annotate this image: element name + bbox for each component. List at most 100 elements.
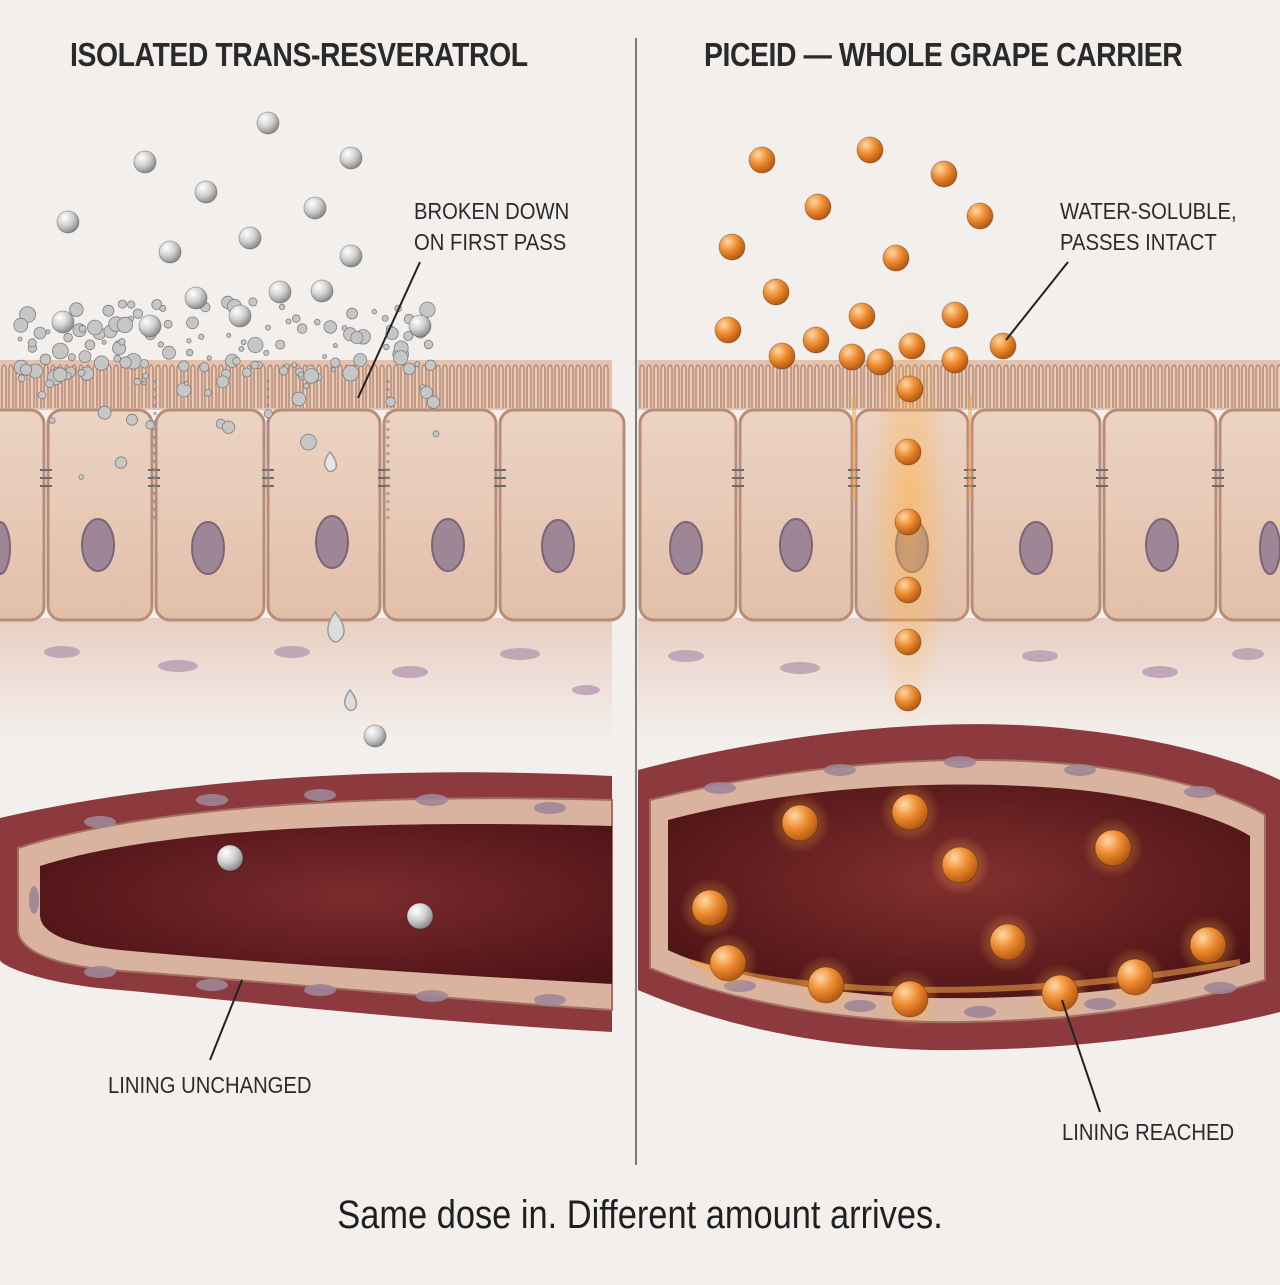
microvillus xyxy=(561,364,567,408)
microvillus xyxy=(793,364,799,408)
microvillus xyxy=(1122,364,1128,408)
fragment xyxy=(332,343,338,349)
fragment xyxy=(300,433,317,451)
fragment xyxy=(39,353,52,366)
orange-molecule xyxy=(930,160,958,188)
microvillus xyxy=(779,364,785,408)
microvillus xyxy=(540,364,546,408)
caption-text: Same dose in. Different amount arrives. xyxy=(337,1193,943,1237)
microvillus xyxy=(1115,364,1121,408)
orange-molecule xyxy=(709,944,747,982)
fragment xyxy=(52,367,68,383)
microvillus xyxy=(379,364,385,408)
microvillus xyxy=(267,364,273,408)
fragment xyxy=(19,363,33,376)
right-callout-bottom-line xyxy=(1061,999,1101,1113)
fragment xyxy=(279,366,289,376)
fragment xyxy=(77,368,86,377)
microvillus xyxy=(709,364,715,408)
fragment xyxy=(291,361,298,368)
grey-molecule xyxy=(310,279,334,303)
microvillus xyxy=(821,364,827,408)
fragment xyxy=(93,355,110,371)
grey-molecule xyxy=(228,304,252,328)
microvillus xyxy=(1276,364,1280,408)
fragment xyxy=(322,354,328,359)
fragment xyxy=(240,339,247,346)
fragment xyxy=(139,359,150,369)
microvillus xyxy=(828,364,834,408)
left-droplet xyxy=(327,610,345,643)
orange-molecule xyxy=(1189,926,1227,964)
microvillus xyxy=(162,364,168,408)
microvillus xyxy=(660,364,666,408)
right-epithelial-cells xyxy=(638,408,1280,622)
grey-molecule xyxy=(194,180,218,204)
microvillus xyxy=(498,364,504,408)
left-lining-cells xyxy=(29,789,566,1006)
microvillus xyxy=(758,364,764,408)
fragment xyxy=(37,390,47,400)
grey-molecule xyxy=(339,146,363,170)
fragment xyxy=(119,356,132,369)
microvillus xyxy=(1206,364,1212,408)
microvillus xyxy=(730,364,736,408)
microvillus xyxy=(568,364,574,408)
microvillus xyxy=(575,364,581,408)
microvillus xyxy=(99,364,105,408)
fragment xyxy=(420,386,434,399)
microvillus xyxy=(1269,364,1275,408)
fragment xyxy=(278,303,286,310)
fragment xyxy=(264,324,271,331)
microvillus xyxy=(323,364,329,408)
microvillus xyxy=(1052,364,1058,408)
microvillus xyxy=(442,364,448,408)
fragment xyxy=(419,301,436,318)
fragment xyxy=(275,339,286,350)
microvillus xyxy=(1150,364,1156,408)
microvillus xyxy=(456,364,462,408)
fragment xyxy=(414,361,421,368)
fragment xyxy=(159,304,167,312)
orange-molecule xyxy=(891,980,929,1018)
orange-molecule xyxy=(894,438,922,466)
orange-molecule xyxy=(768,342,796,370)
microvillus xyxy=(1227,364,1233,408)
fragment xyxy=(118,338,126,346)
microvillus xyxy=(807,364,813,408)
microvillus xyxy=(113,364,119,408)
microvillus xyxy=(148,364,154,408)
fragment xyxy=(221,420,236,434)
microvillus xyxy=(1164,364,1170,408)
fragment xyxy=(248,297,258,307)
microvillus xyxy=(1178,364,1184,408)
microvillus xyxy=(470,364,476,408)
orange-molecule xyxy=(894,684,922,712)
fragment xyxy=(142,372,149,380)
fragment xyxy=(285,318,292,325)
microvillus xyxy=(1,364,7,408)
fragment xyxy=(303,368,319,384)
fragment xyxy=(303,382,310,390)
callout-lining-unchanged: LINING UNCHANGED xyxy=(108,1072,312,1098)
microvillus xyxy=(744,364,750,408)
right-submucosa-nuclei xyxy=(668,648,1264,678)
microvillus xyxy=(547,364,553,408)
grey-molecule xyxy=(133,150,157,174)
orange-molecule xyxy=(989,923,1027,961)
fragment xyxy=(45,379,54,389)
microvillus xyxy=(1087,364,1093,408)
fragment xyxy=(426,395,441,409)
fragment xyxy=(186,316,199,330)
left-callout-bottom-line xyxy=(209,979,243,1061)
fragment xyxy=(178,360,190,372)
fragment xyxy=(67,353,76,362)
microvillus xyxy=(134,364,140,408)
orange-molecule xyxy=(838,343,866,371)
fragment xyxy=(132,308,143,319)
microvillus xyxy=(533,364,539,408)
microvillus xyxy=(372,364,378,408)
grey-molecule xyxy=(303,196,327,220)
fragment xyxy=(63,332,73,343)
microvillus xyxy=(961,364,967,408)
